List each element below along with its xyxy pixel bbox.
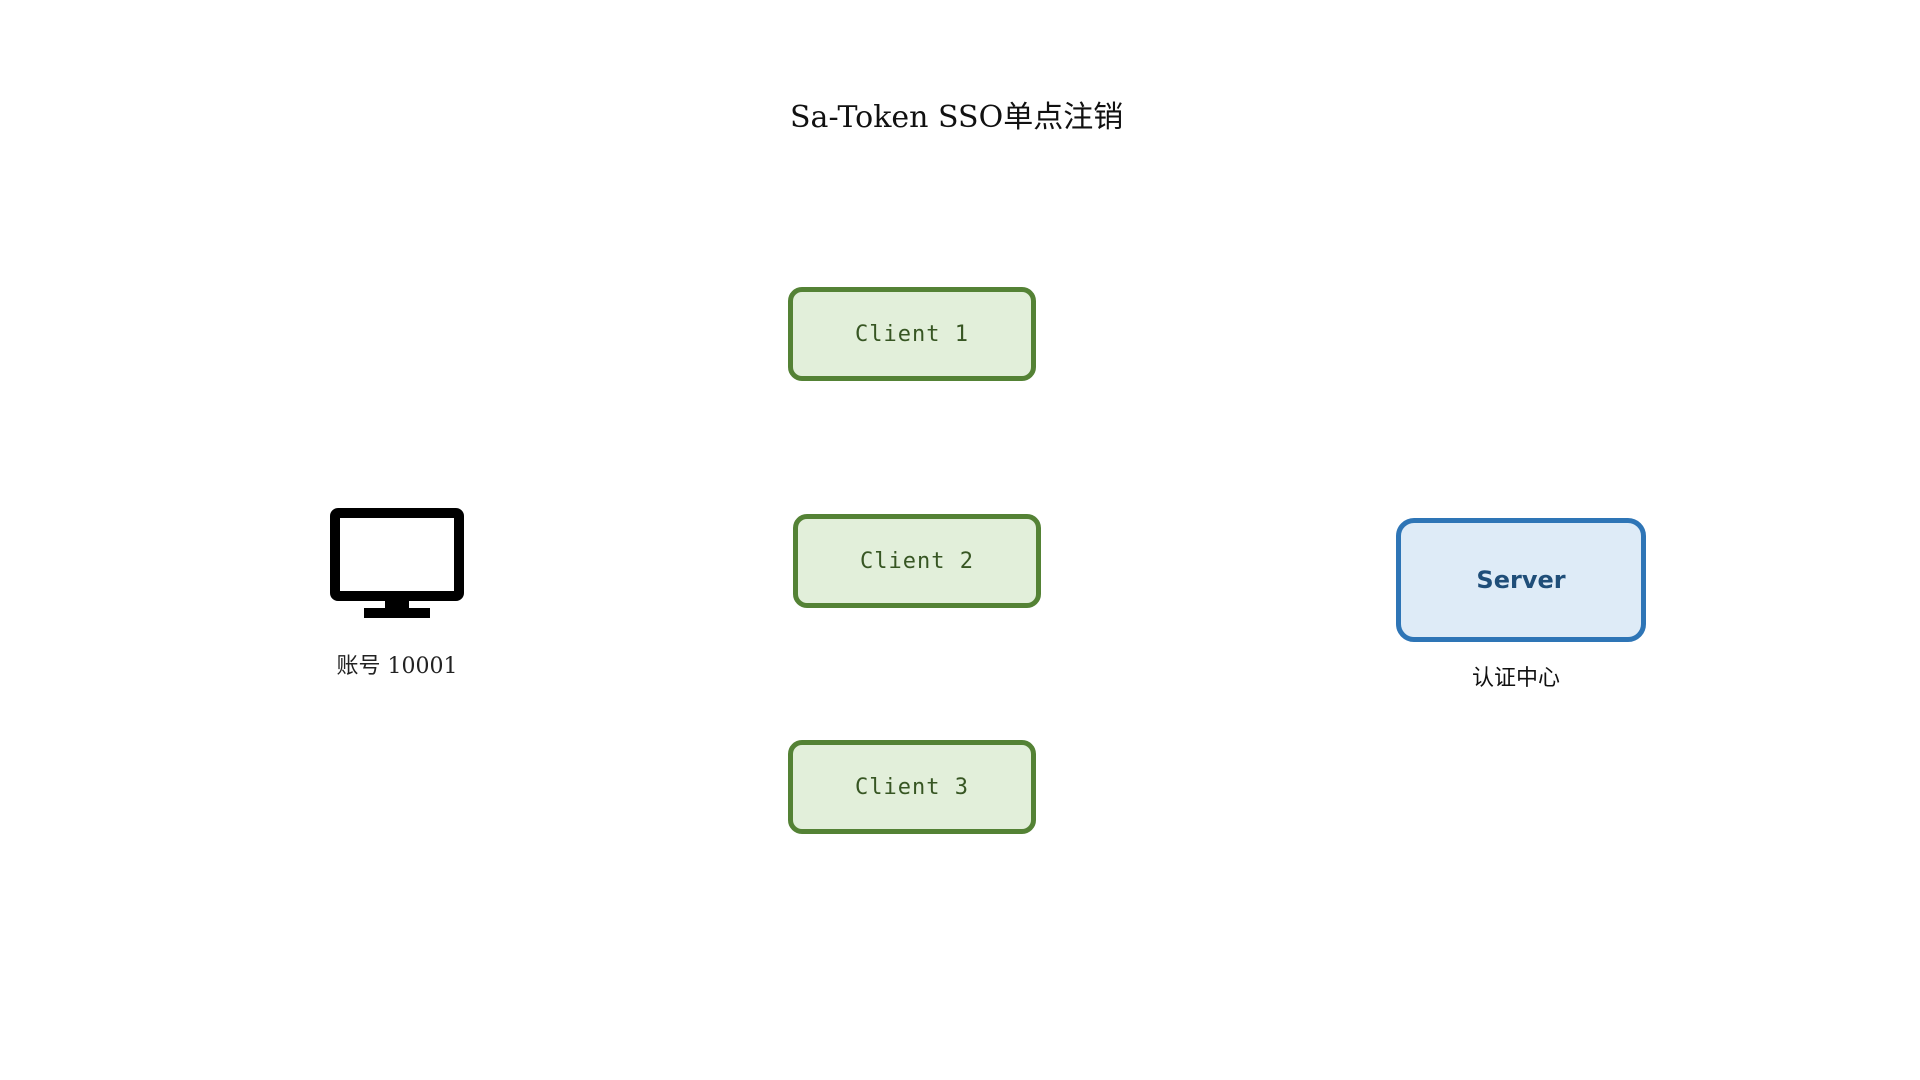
server-caption: 认证中心 <box>1471 666 1560 691</box>
client-2-box: Client 2 <box>793 514 1041 608</box>
client-3-label: Client 3 <box>855 774 969 800</box>
server-box: Server <box>1396 518 1646 642</box>
account-label: 账号 10001 <box>336 654 458 679</box>
server-label: Server <box>1476 566 1566 594</box>
diagram-title: Sa-Token SSO单点注销 <box>790 100 1124 135</box>
client-2-label: Client 2 <box>860 548 974 574</box>
client-3-box: Client 3 <box>788 740 1036 834</box>
client-1-box: Client 1 <box>788 287 1036 381</box>
monitor-icon <box>330 508 464 618</box>
client-1-label: Client 1 <box>855 321 969 347</box>
